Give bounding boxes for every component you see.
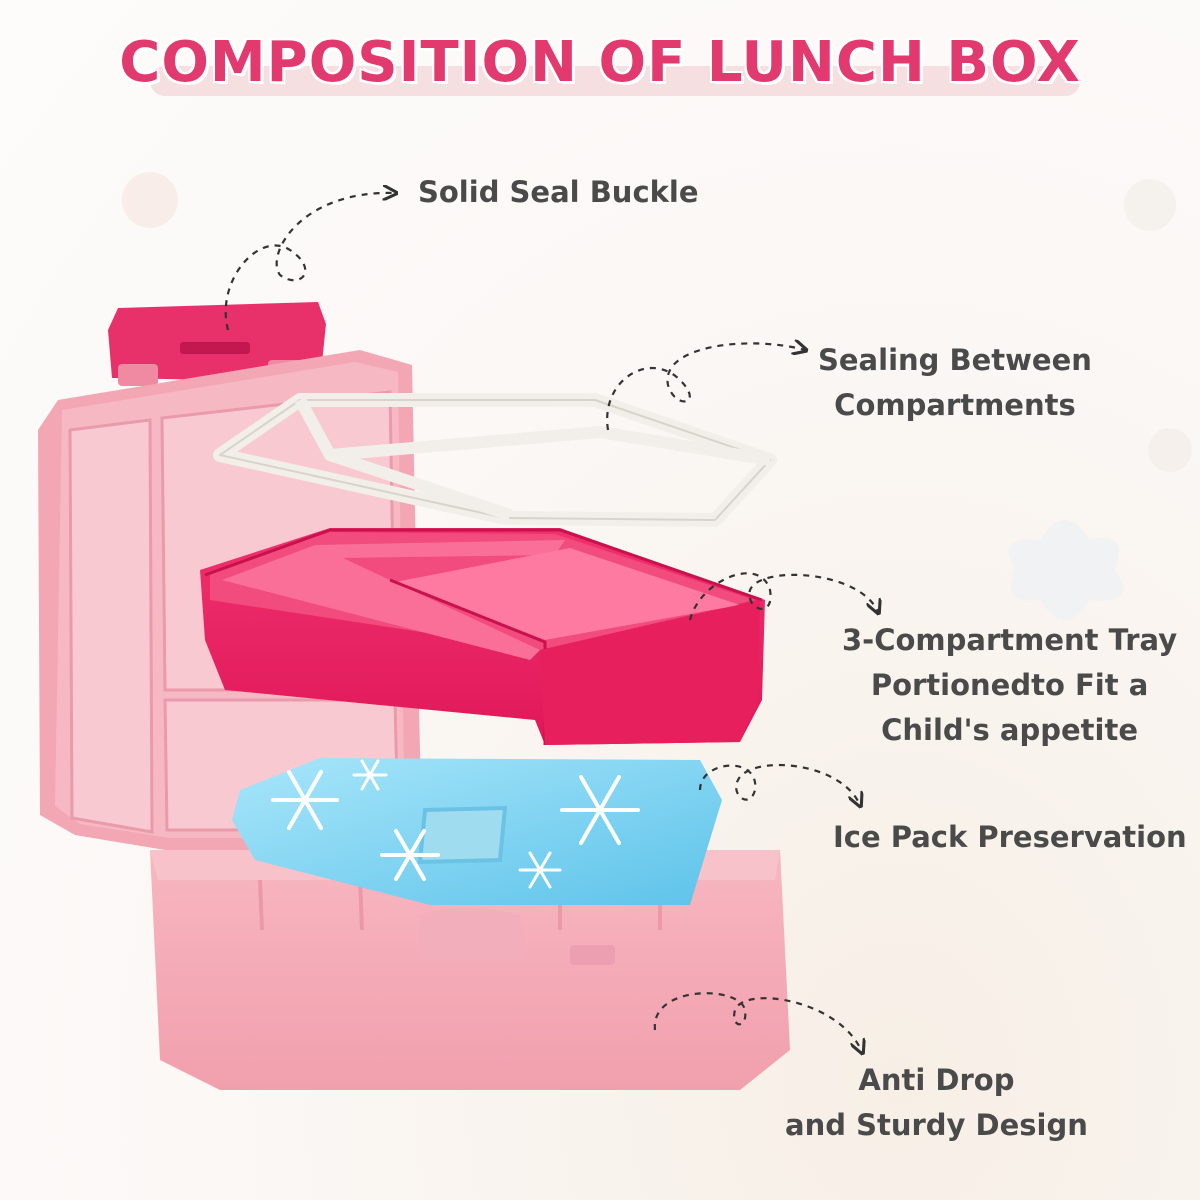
callout-sealing-between-compartments: Sealing Between Compartments bbox=[818, 338, 1092, 428]
callout-line: Compartments bbox=[834, 388, 1076, 422]
callout-line: and Sturdy Design bbox=[785, 1108, 1088, 1142]
sealing-ring bbox=[213, 393, 777, 527]
callout-line: Anti Drop bbox=[858, 1063, 1015, 1097]
title-underline bbox=[150, 66, 1080, 96]
page-title: COMPOSITION OF LUNCH BOX bbox=[119, 30, 1081, 95]
callout-line: Sealing Between bbox=[818, 343, 1092, 377]
callout-anti-drop-sturdy-design: Anti Drop and Sturdy Design bbox=[785, 1058, 1088, 1148]
callout-solid-seal-buckle: Solid Seal Buckle bbox=[418, 170, 699, 215]
ice-pack bbox=[232, 758, 722, 905]
callout-line: 3-Compartment Tray bbox=[842, 623, 1178, 657]
dashed-arrow-icon bbox=[224, 193, 878, 1052]
snowflake-icon bbox=[271, 759, 640, 889]
callout-line: Solid Seal Buckle bbox=[418, 175, 699, 209]
compartment-tray bbox=[200, 528, 765, 745]
callout-line: Child's appetite bbox=[881, 713, 1138, 747]
callout-ice-pack-preservation: Ice Pack Preservation bbox=[833, 815, 1187, 860]
callout-line: Ice Pack Preservation bbox=[833, 820, 1187, 854]
callout-3-compartment-tray: 3-Compartment Tray Portionedto Fit a Chi… bbox=[842, 618, 1177, 753]
callout-line: Portionedto Fit a bbox=[870, 668, 1149, 702]
